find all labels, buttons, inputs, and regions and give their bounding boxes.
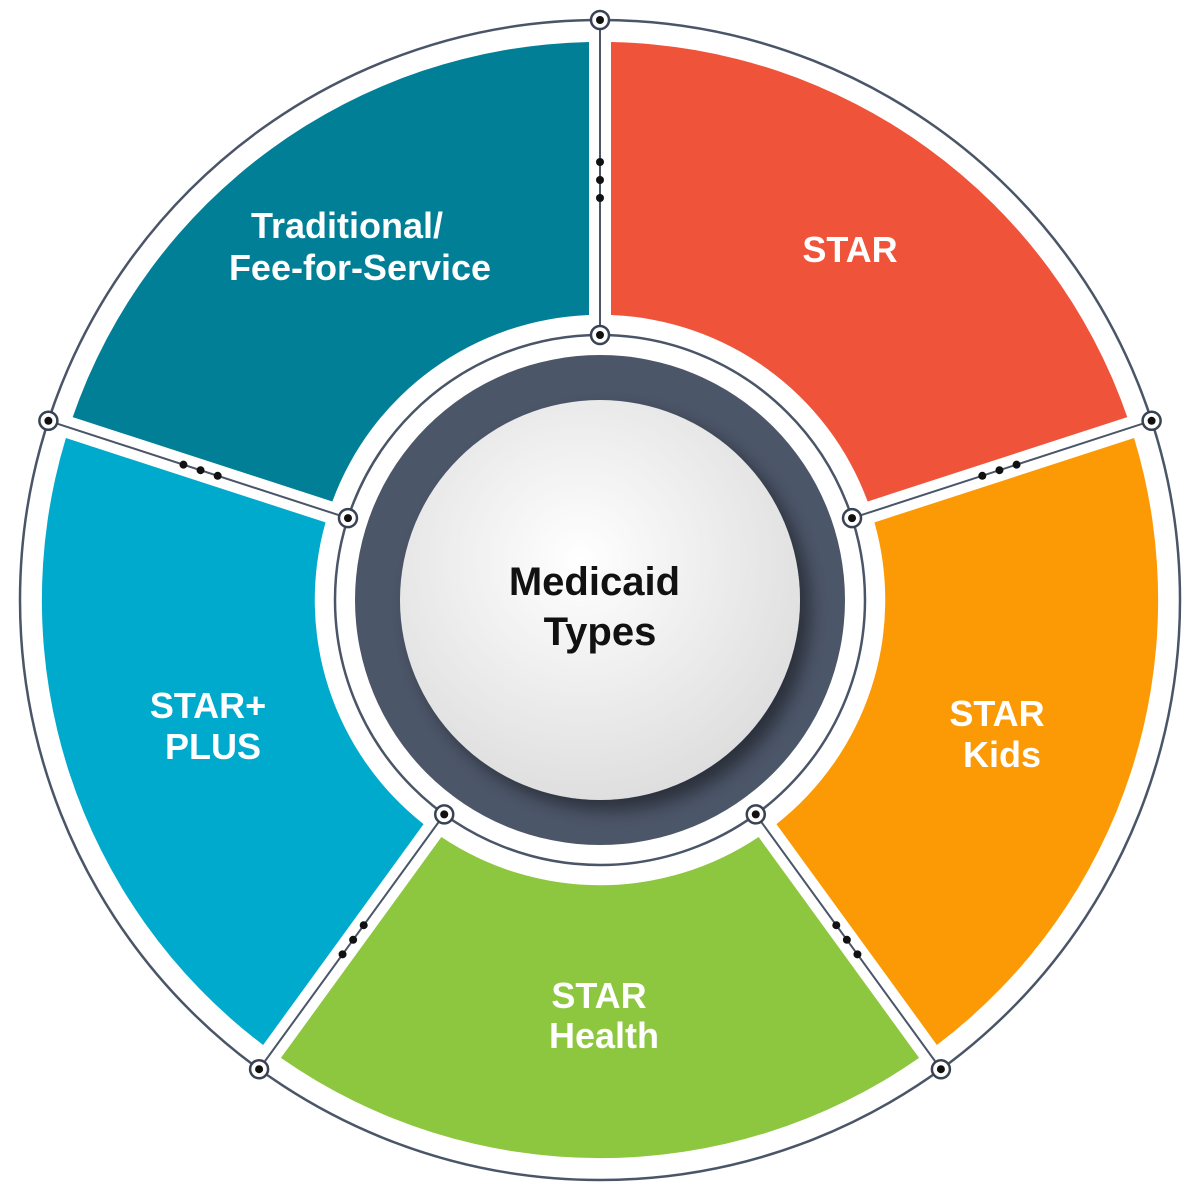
segment-wedges (41, 42, 1159, 1159)
label-traditional-line-2: Fee-for-Service (229, 247, 491, 288)
connector-dots-icon (179, 460, 222, 480)
connector-dots-icon (596, 158, 604, 202)
connector-node-icon (433, 804, 455, 825)
center-title-line-1: Medicaid (509, 560, 680, 604)
label-star-plus-line-2: PLUS (165, 726, 261, 767)
segment-wedge-star-health (41, 438, 424, 1045)
connector-dots-icon (338, 921, 368, 959)
label-star-plus: STAR+ PLUS (150, 685, 276, 767)
connector-node-icon (589, 9, 611, 31)
label-star-line-1: STAR (802, 229, 897, 270)
segment-wedge-star-kids (280, 837, 920, 1159)
connector-nodes (38, 9, 1162, 1080)
center-title-line-2: Types (544, 610, 657, 654)
label-traditional-line-1: Traditional/ (251, 205, 443, 246)
connector-node-icon (38, 410, 59, 432)
label-star-kids-line-2: Kids (963, 734, 1041, 775)
label-star-health-line-1: STAR (551, 975, 646, 1016)
connector-node-icon (930, 1058, 952, 1080)
connector-node-icon (248, 1058, 270, 1080)
center-disc (400, 400, 800, 800)
center-title: Medicaid Types (509, 560, 691, 654)
segment-wedge-star-plus (72, 42, 589, 502)
connector-node-icon (337, 507, 359, 529)
label-star: STAR (802, 229, 897, 270)
connector-dots-icon (978, 460, 1021, 480)
segment-wedge-star (776, 438, 1159, 1045)
connector-node-icon (1141, 410, 1162, 432)
label-star-health-line-2: Health (549, 1015, 659, 1056)
label-traditional: Traditional/ Fee-for-Service (229, 205, 491, 288)
label-star-health: STAR Health (549, 975, 659, 1056)
label-star-kids-line-1: STAR (949, 693, 1044, 734)
connector-node-icon (745, 804, 767, 825)
label-star-plus-line-1: STAR+ (150, 685, 266, 726)
connector-node-icon (841, 507, 863, 529)
label-star-kids: STAR Kids (949, 693, 1054, 775)
connector-dots-icon (832, 921, 862, 959)
connector-node-icon (589, 324, 611, 346)
segment-wedge-traditional (611, 42, 1128, 502)
